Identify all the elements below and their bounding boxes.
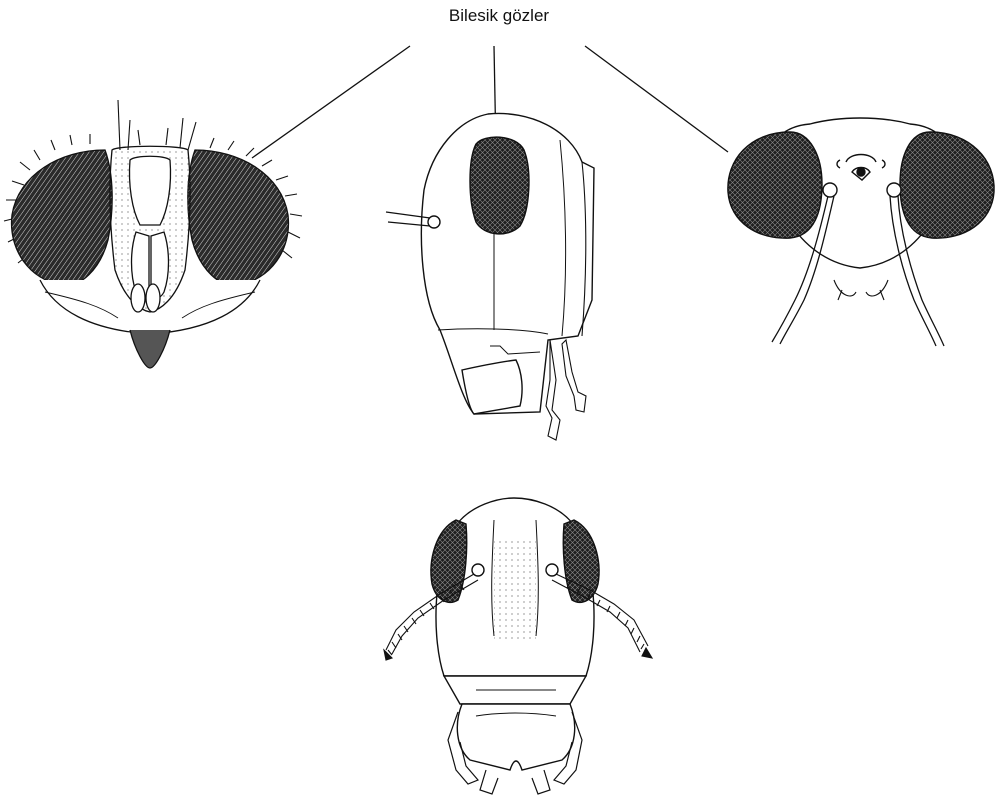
mosquito-left-eye xyxy=(728,132,822,238)
cockroach-head-frontal xyxy=(384,498,652,794)
fly-proboscis xyxy=(130,330,170,368)
cockroach-right-eye xyxy=(563,520,599,602)
mosquito-head-frontal xyxy=(728,118,994,346)
grasshopper-head-lateral xyxy=(386,113,594,440)
grasshopper-compound-eye xyxy=(470,137,529,234)
fly-head-frontal xyxy=(4,100,302,368)
mosquito-right-antenna-base xyxy=(887,183,901,197)
leader-line-mosquito xyxy=(585,46,728,152)
grasshopper-mandible xyxy=(462,360,522,414)
cockroach-labrum xyxy=(457,704,574,770)
fly-left-eye xyxy=(12,150,113,285)
mosquito-palps xyxy=(834,280,888,300)
mosquito-left-antenna-base xyxy=(823,183,837,197)
grasshopper-palps xyxy=(546,340,586,440)
mosquito-right-eye xyxy=(900,132,994,238)
fly-right-eye xyxy=(188,150,289,285)
leader-line-fly xyxy=(252,46,410,158)
